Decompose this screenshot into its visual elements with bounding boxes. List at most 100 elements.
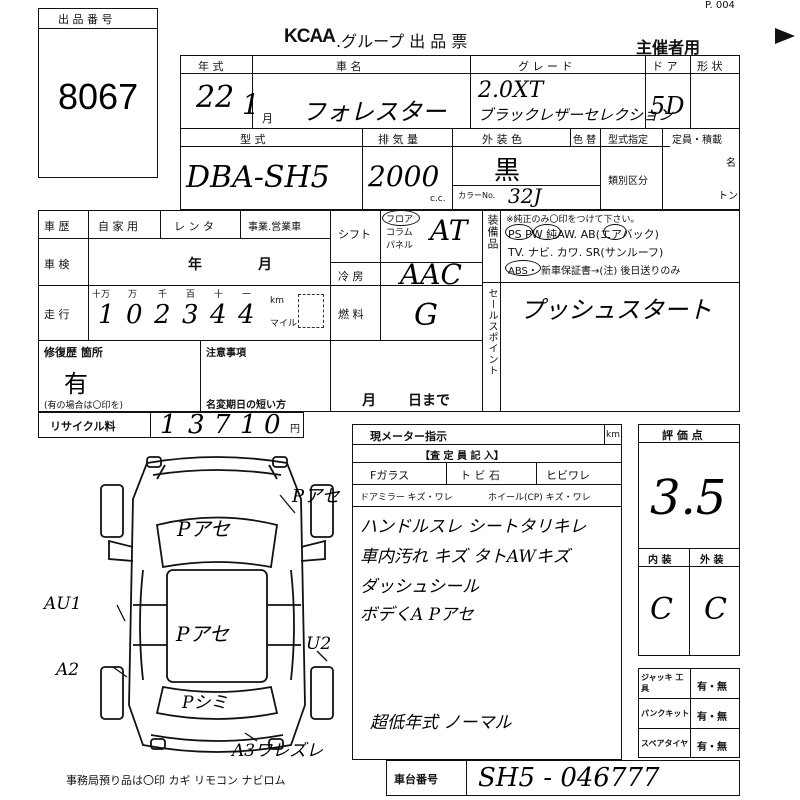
damage-mark: Pアセ xyxy=(177,517,231,541)
km-label: km xyxy=(270,296,284,306)
type-designation-label: 型式指定 xyxy=(608,135,648,146)
trunk-line xyxy=(150,734,284,742)
circle-mark-icon xyxy=(505,260,541,276)
shift-label: シフト xyxy=(338,228,371,241)
remark-line: ダッシュシール xyxy=(360,577,479,597)
shift-option: コラム xyxy=(386,228,413,238)
displacement-value: 2000 xyxy=(368,160,440,193)
grade-label: グ レ ー ド xyxy=(518,60,573,73)
mileage-digit: 1 xyxy=(98,300,115,330)
mile-label: マイル xyxy=(270,319,298,329)
accessory-table xyxy=(638,668,740,758)
sales-point: プッシュスタート xyxy=(520,296,712,324)
mileage-unit: 十万 xyxy=(92,290,111,300)
accessory-label: ジャッキ 工 具 xyxy=(641,673,684,693)
repair-value: 有 xyxy=(64,370,88,398)
month-unit: 月 xyxy=(262,112,273,125)
inspection-label: 車 検 xyxy=(44,258,70,271)
shift-value: AT xyxy=(430,214,468,247)
accessory-value: 有・無 xyxy=(697,742,727,753)
wheel-label: ホイール(CP) キズ・ワレ xyxy=(488,493,591,503)
right-mirror xyxy=(300,539,326,562)
capacity-label: 定員・積載 xyxy=(672,135,722,146)
short-term-month: 月 xyxy=(362,393,376,409)
rear-window xyxy=(155,685,279,720)
door-label: ド ア xyxy=(652,60,678,73)
model-value: DBA-SH5 xyxy=(186,160,330,195)
recycle-digit: 1 xyxy=(240,410,257,440)
sales-side-label: セールスポイント xyxy=(486,288,497,376)
lot-label: 出 品 番 号 xyxy=(58,13,113,26)
damage-mark: Pアセ xyxy=(176,622,230,646)
arrow-right-icon xyxy=(775,28,795,44)
mileage-unit: 一 xyxy=(242,290,252,300)
damage-mark: Pシミ xyxy=(182,693,228,713)
remark-line: 超低年式 ノーマル xyxy=(370,713,512,733)
brand-logo: KCAA xyxy=(284,26,336,47)
inspection-month-unit: 月 xyxy=(258,257,272,273)
lot-number: 8067 xyxy=(58,76,139,117)
circle-mark-icon xyxy=(533,224,561,240)
inspection-year-unit: 年 xyxy=(188,257,202,273)
history-private: 自 家 用 xyxy=(98,220,138,233)
interior-value: C xyxy=(650,592,673,627)
ac-label: 冷 房 xyxy=(338,270,364,283)
accessory-label: スペアタイヤ xyxy=(641,739,689,748)
circle-mark-icon xyxy=(505,224,533,240)
history-label: 車 歴 xyxy=(44,220,70,233)
left-mirror xyxy=(108,539,134,562)
model-label: 型 式 xyxy=(240,133,266,146)
left-front-tire xyxy=(100,484,124,538)
door-value: 5D xyxy=(650,92,685,120)
recycle-digit: 0 xyxy=(264,410,281,440)
name-value: フォレスター xyxy=(302,98,446,126)
repaint-label: 色 替 xyxy=(573,135,597,146)
recycle-label: リサイクル料 xyxy=(50,420,116,433)
mileage-unit: 百 xyxy=(186,290,196,300)
month-value: 1 xyxy=(242,88,260,121)
interior-label: 内 装 xyxy=(648,555,672,566)
hibi-label: ヒビワレ xyxy=(546,469,590,482)
mileage-label: 走 行 xyxy=(44,308,70,321)
f-glass-label: Fガラス xyxy=(370,469,410,482)
organizer-label: 主催者用 xyxy=(636,38,701,57)
color-no-value: 32J xyxy=(508,184,542,208)
shift-option: パネル xyxy=(386,241,414,251)
chassis-label: 車台番号 xyxy=(394,773,438,786)
car-diagram xyxy=(100,456,334,753)
repair-label: 修復歴 箇所 xyxy=(44,346,103,359)
equip-line3: ABS・ 新車保証書→(注) 後日送りのみ xyxy=(508,266,681,277)
roof-panel xyxy=(166,569,268,683)
mile-checkbox xyxy=(298,294,324,328)
recycle-unit: 円 xyxy=(290,424,300,435)
remark-line: ハンドルスレ シートタリキレ xyxy=(360,517,587,537)
history-rental: レ ン タ xyxy=(174,220,214,233)
accessory-label: パンクキット xyxy=(641,709,690,718)
office-note: 事務局預り品は〇印 カギ リモコン ナビロム xyxy=(66,774,286,787)
cc-unit: c.c. xyxy=(430,194,446,204)
year-value: 22 xyxy=(196,80,235,115)
recycle-digit: 1 xyxy=(160,410,177,440)
hood-line xyxy=(152,469,282,476)
displacement-label: 排 気 量 xyxy=(378,133,418,146)
damage-mark: Pアセ xyxy=(292,486,340,507)
vehicle-table xyxy=(180,55,740,210)
equip-note: ※純正のみ〇印をつけて下さい。 xyxy=(506,215,640,225)
chassis-value: SH5 - 046777 xyxy=(478,763,660,793)
shape-label: 形 状 xyxy=(697,60,723,73)
recycle-digit: 3 xyxy=(188,410,205,440)
mileage-digit: 0 xyxy=(126,300,143,330)
grade-line1: 2.0XT xyxy=(478,78,544,103)
accessory-value: 有・無 xyxy=(697,712,727,723)
year-label: 年 式 xyxy=(198,60,224,73)
left-rear-tire xyxy=(100,666,124,720)
mileage-unit: 十 xyxy=(214,290,224,300)
ac-value: AAC xyxy=(400,258,462,291)
damage-mark: A2 xyxy=(56,660,80,680)
chassis-row xyxy=(386,760,740,796)
score-label: 評 価 点 xyxy=(662,429,703,442)
equip-line2: TV. ナビ. カワ. SR(サンルーフ) xyxy=(508,246,664,259)
remark-line: 車内汚れ キズ タトAWキズ xyxy=(360,547,570,567)
history-business: 事業.営業車 xyxy=(248,222,302,233)
circle-mark-icon xyxy=(382,210,420,226)
